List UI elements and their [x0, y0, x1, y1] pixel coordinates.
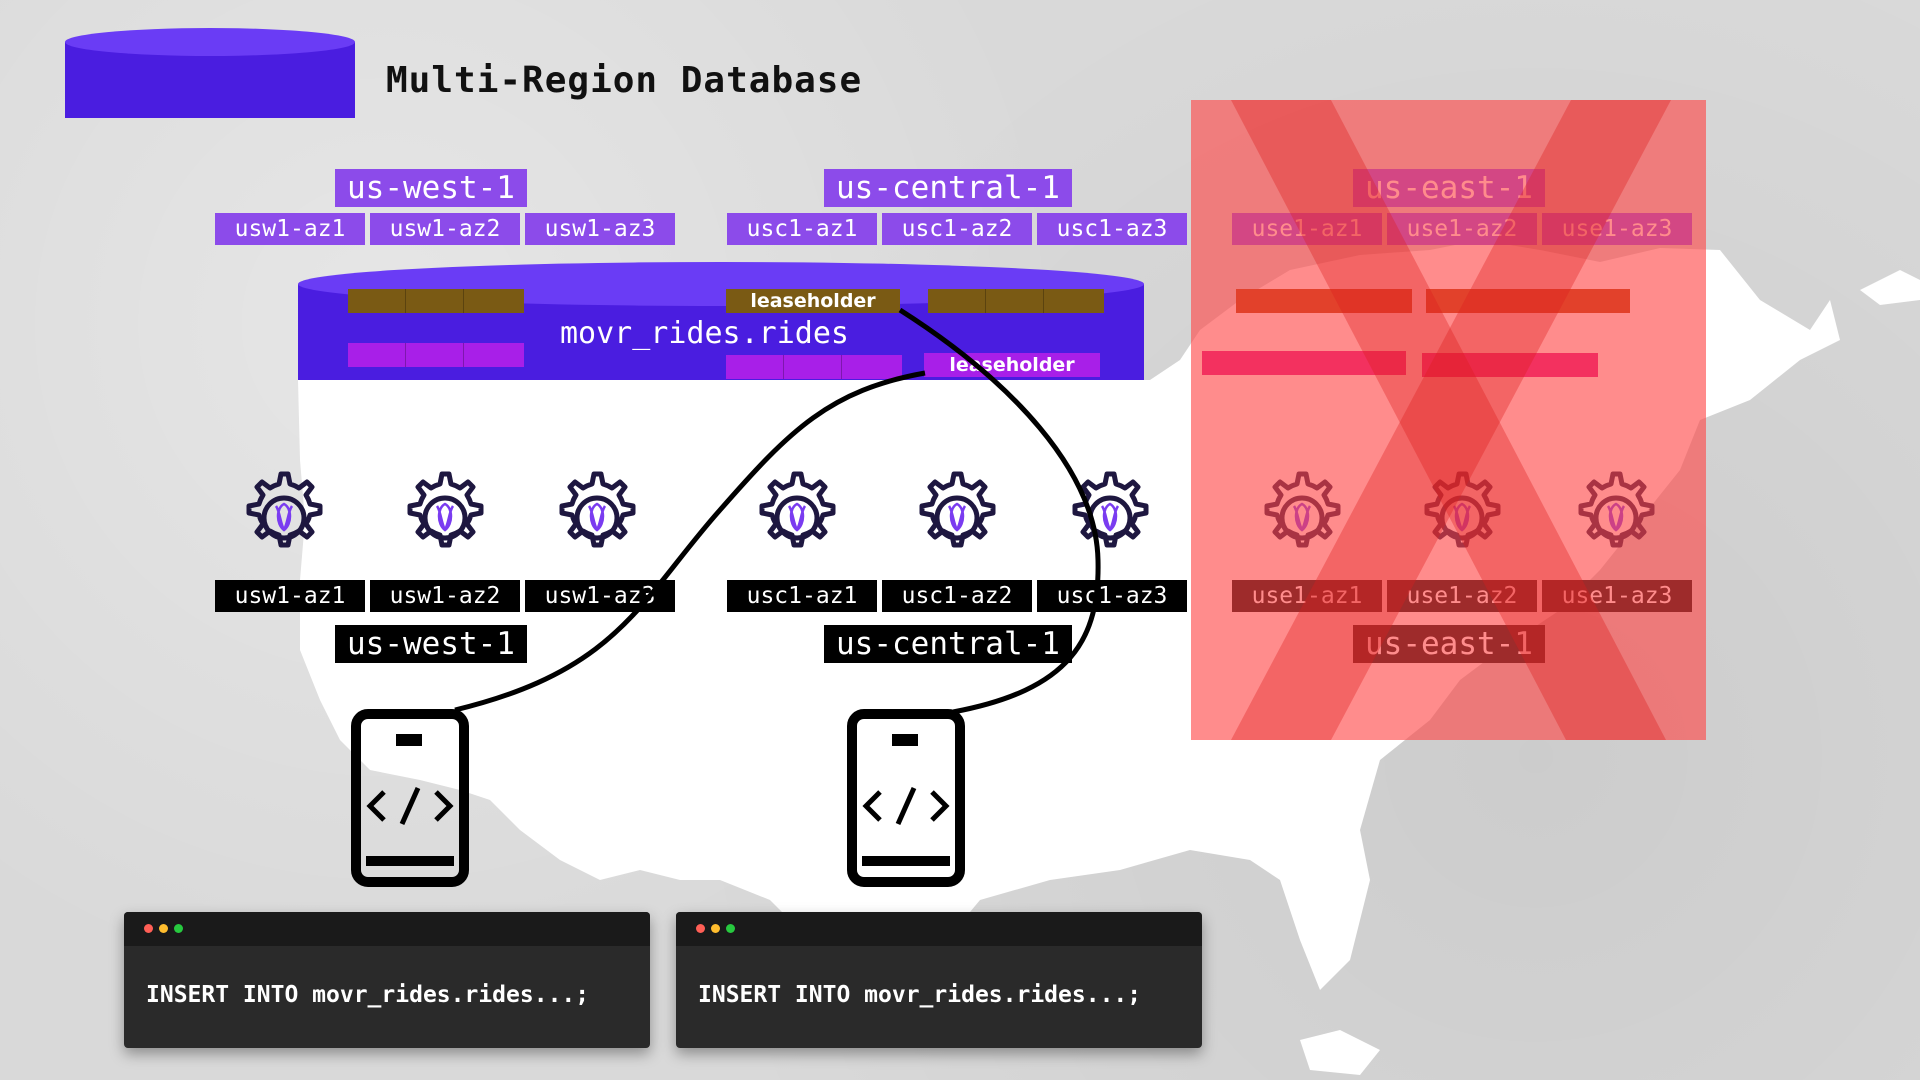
maximize-dot-icon	[174, 924, 183, 933]
failure-x-icon	[1231, 100, 1671, 740]
az-label-bottom: usw1-az2	[370, 580, 520, 612]
az-label-bottom: usw1-az3	[525, 580, 675, 612]
replica-west-2	[348, 343, 524, 367]
region-label-west-top: us-west-1	[335, 169, 527, 207]
close-dot-icon	[696, 924, 705, 933]
region-label-west-bottom: us-west-1	[335, 625, 527, 663]
terminal-code: INSERT INTO movr_rides.rides...;	[698, 982, 1142, 1008]
replica-central	[726, 289, 900, 313]
az-label-top: usw1-az1	[215, 213, 365, 245]
region-label-central-top: us-central-1	[824, 169, 1072, 207]
page-title: Multi-Region Database	[386, 60, 863, 101]
minimize-dot-icon	[159, 924, 168, 933]
phone-code-icon	[351, 709, 469, 887]
az-label-bottom: usw1-az1	[215, 580, 365, 612]
replica-west	[348, 289, 524, 313]
replica-central-2	[928, 289, 1104, 313]
failed-region-overlay	[1191, 100, 1706, 740]
az-label-top: usw1-az3	[525, 213, 675, 245]
region-label-central-bottom: us-central-1	[824, 625, 1072, 663]
leaseholder-badge: leaseholder	[750, 290, 876, 312]
close-dot-icon	[144, 924, 153, 933]
terminal-code: INSERT INTO movr_rides.rides...;	[146, 982, 590, 1008]
replica-central-3	[726, 355, 902, 379]
table-name: movr_rides.rides	[560, 316, 849, 351]
minimize-dot-icon	[711, 924, 720, 933]
terminal-window: INSERT INTO movr_rides.rides...;	[676, 912, 1202, 1048]
az-label-bottom: usc1-az3	[1037, 580, 1187, 612]
replica-central-4	[924, 353, 1100, 377]
az-label-top: usc1-az1	[727, 213, 877, 245]
maximize-dot-icon	[726, 924, 735, 933]
az-label-top: usc1-az2	[882, 213, 1032, 245]
terminal-titlebar	[124, 912, 650, 946]
terminal-titlebar	[676, 912, 1202, 946]
database-icon	[65, 28, 355, 118]
az-label-bottom: usc1-az2	[882, 580, 1032, 612]
terminal-window: INSERT INTO movr_rides.rides...;	[124, 912, 650, 1048]
az-label-bottom: usc1-az1	[727, 580, 877, 612]
az-label-top: usc1-az3	[1037, 213, 1187, 245]
phone-code-icon	[847, 709, 965, 887]
az-label-top: usw1-az2	[370, 213, 520, 245]
